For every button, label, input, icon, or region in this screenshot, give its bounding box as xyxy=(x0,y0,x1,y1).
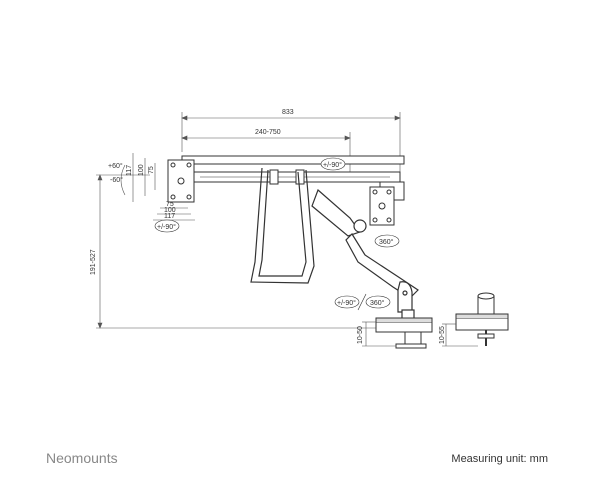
dim-desk-clamp: 10-50 xyxy=(357,326,364,344)
rotate-left-label: +/-90° xyxy=(157,223,176,231)
grommet-dim-line xyxy=(442,323,478,347)
measuring-unit-note: Measuring unit: mm xyxy=(451,453,548,465)
rotate-badge-base xyxy=(334,295,360,309)
dimension-lines-top xyxy=(181,112,401,180)
dim-vesa-w-75: 75 xyxy=(166,201,174,208)
rotate-badge-top xyxy=(320,157,346,171)
swivel-arm-label: 360° xyxy=(379,238,394,246)
rotate-badge-left xyxy=(154,219,180,233)
dimension-line-height xyxy=(96,174,380,329)
vesa-plate-left xyxy=(167,159,195,203)
badge-divider xyxy=(357,293,367,311)
cable-handle xyxy=(250,167,315,284)
rotate-top-label: +/-90° xyxy=(323,161,342,169)
tilt-up-label: +60° xyxy=(108,162,123,170)
dim-vesa-w-100: 100 xyxy=(164,207,176,214)
grommet-base xyxy=(455,292,509,346)
desk-clamp xyxy=(375,317,433,349)
vesa-plate-right xyxy=(369,186,395,226)
dim-total-width: 833 xyxy=(282,109,294,116)
dim-vesa-h-75: 75 xyxy=(148,166,155,174)
dimension-lines-vesa xyxy=(132,153,195,221)
brand-logo-text: Neomounts xyxy=(46,450,118,466)
clamp-dim-line xyxy=(362,321,396,347)
rotate-base-label: +/-90° xyxy=(337,299,356,307)
tilt-arc xyxy=(120,164,126,196)
swivel-badge-base xyxy=(365,295,391,309)
gas-spring-arm xyxy=(311,188,419,321)
swivel-base-label: 360° xyxy=(370,299,385,307)
dim-vesa-h-117: 117 xyxy=(126,165,133,176)
dim-grommet: 10-55 xyxy=(439,326,446,344)
tilt-down-label: -60° xyxy=(110,176,123,184)
dim-rail-width: 240-750 xyxy=(255,129,281,136)
dim-vesa-h-100: 100 xyxy=(138,164,145,176)
swivel-badge-arm xyxy=(374,234,400,248)
dim-vesa-w-117: 117 xyxy=(164,213,175,220)
dim-height-range: 191-527 xyxy=(90,249,97,275)
